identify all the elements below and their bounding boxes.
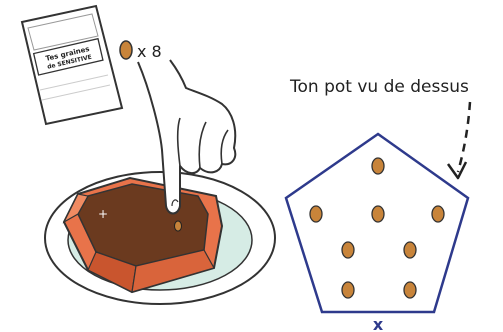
pot: + bbox=[62, 176, 224, 294]
seed-dot bbox=[403, 241, 417, 259]
pentagon-outline bbox=[284, 132, 470, 314]
seed-count-text: x 8 bbox=[137, 42, 162, 61]
seed-dot bbox=[431, 205, 445, 223]
seed-dot bbox=[371, 157, 385, 175]
seed-dot bbox=[403, 281, 417, 299]
top-view-caption: Ton pot vu de dessus bbox=[289, 77, 469, 97]
dashed-arrow bbox=[446, 101, 472, 180]
bottom-marker: x bbox=[373, 315, 384, 332]
seed-dot bbox=[341, 241, 355, 259]
hand-icon bbox=[137, 59, 237, 215]
seed-dot bbox=[371, 205, 385, 223]
svg-text:+: + bbox=[98, 207, 108, 221]
seed-dot bbox=[309, 205, 323, 223]
planted-seed bbox=[174, 220, 182, 232]
seed-count-indicator: x 8 bbox=[119, 40, 162, 61]
seed-dot bbox=[341, 281, 355, 299]
seed-packet: Tes graines de SENSITIVE bbox=[20, 4, 124, 126]
seed-icon bbox=[119, 40, 133, 60]
pot-top-view: x bbox=[284, 132, 470, 332]
